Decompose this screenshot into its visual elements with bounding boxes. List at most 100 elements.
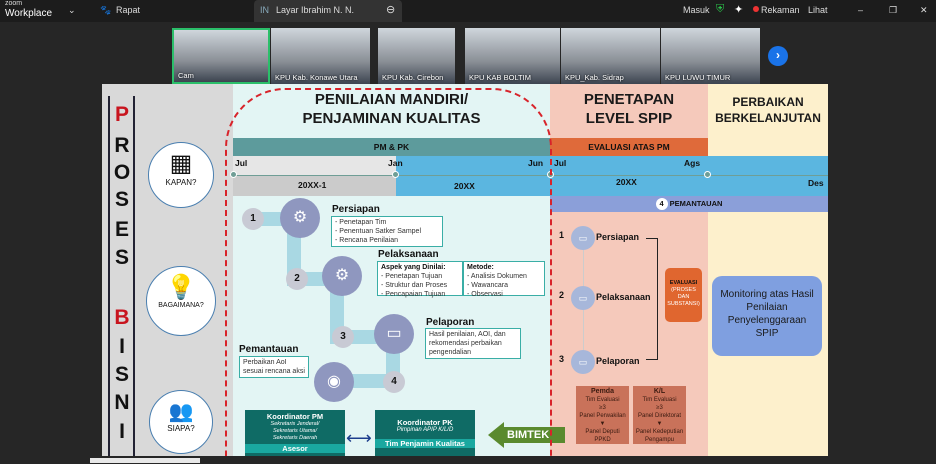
meeting-tab[interactable]: Rapat	[116, 5, 141, 15]
folder-icon: ▭	[571, 226, 595, 250]
question-label: BAGAIMANA?	[158, 302, 204, 309]
side-letter: N	[114, 391, 130, 414]
month-label: Jan	[388, 158, 403, 168]
koordinator-pk-box: Koordinator PK Pimpinan APIP K/L/D Tim P…	[375, 410, 475, 456]
lightbulb-icon: 💡	[166, 274, 196, 301]
video-tile[interactable]: Cam	[172, 28, 270, 84]
video-tile[interactable]: KPU KAB BOLTIM	[465, 28, 560, 84]
month-label: Jun	[528, 158, 544, 168]
scroll-indicator	[90, 458, 200, 463]
step-number: 1	[242, 208, 264, 230]
folder-icon: ▭	[571, 286, 595, 310]
step-number: 2	[286, 268, 308, 290]
side-letter: I	[119, 420, 125, 443]
pm-dashed-boundary	[225, 88, 552, 456]
video-tile[interactable]: KPU_Kab. Sidrap	[561, 28, 660, 84]
level-number: 2	[559, 290, 565, 300]
side-letter: O	[113, 161, 131, 184]
chevron-down-icon[interactable]: ⌄	[68, 5, 76, 15]
side-letter: B	[114, 306, 130, 329]
participant-name: KPU LUWU TIMUR	[665, 73, 731, 82]
level-step-label: Pelaporan	[596, 356, 640, 366]
paw-icon: 🐾	[100, 5, 112, 15]
eval-bar: EVALUASI ATAS PM	[550, 138, 708, 156]
pelaporan-box: Hasil penilaian, AOI, dan rekomendasi pe…	[425, 328, 521, 359]
persiapan-box: - Penetapan Tim- Penentuan Satker Sampel…	[331, 216, 443, 247]
step-title: Pelaporan	[426, 317, 475, 328]
year-label: 20XX	[616, 177, 637, 187]
workplace-label: Workplace	[5, 8, 53, 19]
shield-icon[interactable]: ⛨	[716, 3, 725, 15]
title-bar: zoom Workplace ⌄ 🐾 Rapat IN Layar Ibrahi…	[0, 0, 936, 22]
step-title: Pelaksanaan	[378, 249, 439, 260]
next-participants-button[interactable]: ›	[768, 46, 788, 66]
people-icon: 👥	[168, 401, 194, 423]
side-letter: S	[114, 188, 129, 211]
sparkle-icon[interactable]: ✦	[734, 4, 744, 16]
restore-icon[interactable]: ❐	[889, 5, 898, 15]
participant-name: KPU Kab. Konawe Utara	[275, 73, 358, 82]
monitor-icon: ◉	[314, 362, 354, 402]
monitoring-box: Monitoring atas Hasil Penilaian Penyelen…	[712, 276, 822, 356]
share-title: Layar Ibrahim N. N.	[276, 5, 355, 15]
recording-button[interactable]: Rekaman	[761, 5, 800, 15]
month-label: Jul	[235, 158, 248, 168]
pm-title: PENILAIAN MANDIRI/PENJAMINAN KUALITAS	[302, 91, 481, 127]
double-arrow-icon: ⟷	[346, 428, 372, 448]
view-button[interactable]: Lihat	[808, 5, 828, 15]
timeline-strip	[233, 156, 396, 175]
perbaikan-section	[708, 84, 828, 456]
share-tab[interactable]: IN Layar Ibrahim N. N. ⊖	[254, 0, 402, 22]
bagaimana-circle: 💡 BAGAIMANA?	[146, 266, 216, 336]
level-step-label: Pelaksanaan	[596, 292, 651, 302]
signin-button[interactable]: Masuk	[683, 5, 710, 15]
pemantauan-box: Perbaikan AoI sesuai rencana aksi	[239, 356, 309, 378]
step-number: 3	[332, 326, 354, 348]
close-icon[interactable]: ✕	[920, 5, 928, 15]
pmpk-bar: PM & PK	[233, 138, 550, 156]
level-number: 1	[559, 230, 565, 240]
year-label: 20XX-1	[298, 180, 327, 190]
timeline-node	[704, 171, 711, 178]
aspek-box: Aspek yang Dinilai:- Penetapan Tujuan- S…	[377, 261, 463, 298]
level-number: 3	[559, 354, 565, 364]
minimize-icon[interactable]: –	[858, 5, 864, 15]
question-label: SIAPA?	[167, 424, 195, 433]
video-tile[interactable]: KPU Kab. Konawe Utara	[271, 28, 370, 84]
side-letter: P	[114, 103, 129, 126]
team-icon: ⚙	[280, 198, 320, 238]
participant-name: Cam	[178, 71, 194, 80]
bracket	[646, 238, 658, 360]
question-label: KAPAN?	[165, 178, 197, 187]
step-number: 4	[383, 371, 405, 393]
divider	[133, 96, 135, 456]
gears-icon: ⚙	[322, 256, 362, 296]
timeline-node	[230, 171, 237, 178]
divider	[108, 96, 110, 456]
side-letter: E	[114, 218, 129, 241]
folder-icon: ▭	[571, 350, 595, 374]
side-letter: R	[114, 134, 130, 157]
level-step-label: Persiapan	[596, 232, 640, 242]
participant-name: KPU KAB BOLTIM	[469, 73, 531, 82]
record-dot-icon	[753, 6, 759, 12]
video-tile[interactable]: KPU Kab. Cirebon	[378, 28, 455, 84]
timeline-line	[233, 175, 828, 176]
kapan-circle: ▦ KAPAN?	[148, 142, 214, 208]
share-initials: IN	[260, 5, 269, 15]
month-label: Ags	[684, 158, 701, 168]
step-title: Pemantauan	[239, 344, 299, 355]
month-label: Des	[808, 178, 824, 188]
pemantauan-bar: 4 PEMANTAUAN	[550, 196, 828, 212]
video-tile[interactable]: KPU LUWU TIMUR	[661, 28, 760, 84]
zoom-logo: zoom	[5, 0, 23, 7]
side-letter: S	[114, 363, 129, 386]
left-column: P R O S E S B I S N I ▦ KAPAN? 💡 BAGAIMA…	[102, 84, 233, 456]
step-title: Persiapan	[332, 204, 380, 215]
participant-name: KPU Kab. Cirebon	[382, 73, 444, 82]
calendar-icon: ▦	[169, 150, 193, 177]
more-icon[interactable]: ⊖	[386, 4, 396, 16]
